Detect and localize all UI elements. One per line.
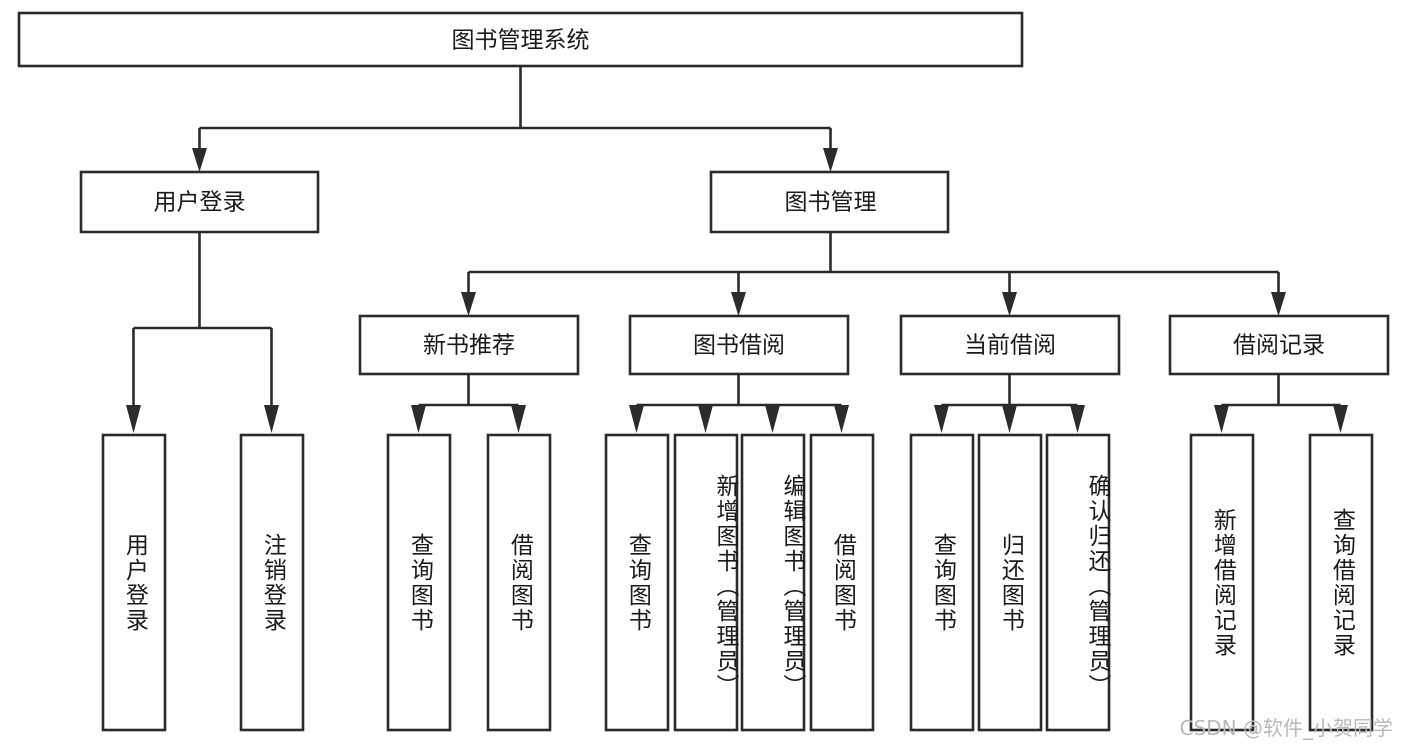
leaf-borrow-book-2-box[interactable] <box>809 433 875 732</box>
leaf-borrow-book-1-box[interactable] <box>486 433 552 732</box>
node-book-management-label: 图书管理 <box>785 190 877 216</box>
leaf-logout-box[interactable] <box>239 433 305 732</box>
arrow-head-leaf-edit-book <box>765 405 780 433</box>
node-root[interactable]: 图书管理系统 <box>17 11 1024 68</box>
node-new-book-recommend[interactable]: 新书推荐 <box>358 314 580 376</box>
leaf-add-book-box[interactable] <box>673 433 739 732</box>
leaf-query-book-1-box[interactable] <box>386 433 452 732</box>
leaf-query-book-3-box[interactable] <box>909 433 975 732</box>
arrow-head-book-management <box>823 148 838 172</box>
leaf-return-book-box[interactable] <box>977 433 1043 732</box>
arrow-head-book-borrow <box>731 292 746 316</box>
leaf-query-book-2-box[interactable] <box>604 433 670 732</box>
arrow-head-leaf-add-book <box>698 405 713 433</box>
arrow-head-leaf-borrow-book-1 <box>511 405 526 433</box>
node-user-login-box[interactable] <box>79 170 320 234</box>
arrow-head-current-borrow <box>1002 292 1017 316</box>
arrow-head-leaf-add-record <box>1214 405 1229 433</box>
arrow-head-leaf-query-book-3 <box>934 405 949 433</box>
node-current-borrow[interactable]: 当前借阅 <box>899 314 1121 376</box>
node-new-book-recommend-label: 新书推荐 <box>423 333 515 359</box>
node-book-borrow-label: 图书借阅 <box>693 333 785 359</box>
node-user-login[interactable]: 用户登录 <box>79 170 320 234</box>
node-book-borrow[interactable]: 图书借阅 <box>628 314 850 376</box>
arrow-head-leaf-logout <box>264 405 279 433</box>
arrow-head-leaf-return-book <box>1002 405 1017 433</box>
arrow-head-new-book-recommend <box>461 292 476 316</box>
leaf-edit-book-box[interactable] <box>740 433 806 732</box>
node-current-borrow-box[interactable] <box>899 314 1121 376</box>
node-new-book-recommend-box[interactable] <box>358 314 580 376</box>
node-root-label: 图书管理系统 <box>452 28 590 54</box>
node-user-login-label: 用户登录 <box>154 190 246 216</box>
leaf-add-record-box[interactable] <box>1189 433 1255 732</box>
arrow-head-borrow-record <box>1271 292 1286 316</box>
node-root-box[interactable] <box>17 11 1024 68</box>
arrow-head-leaf-query-record <box>1333 405 1348 433</box>
arrow-head-leaf-user-login <box>126 405 141 433</box>
arrow-head-leaf-confirm-return <box>1070 405 1085 433</box>
node-book-management[interactable]: 图书管理 <box>709 170 950 234</box>
connectors <box>126 66 1348 433</box>
arrow-head-user-login <box>192 148 207 172</box>
node-current-borrow-label: 当前借阅 <box>964 333 1056 359</box>
leaf-user-login-box[interactable] <box>101 433 167 732</box>
leaf-query-record-box[interactable] <box>1308 433 1374 732</box>
node-book-borrow-box[interactable] <box>628 314 850 376</box>
arrow-head-leaf-query-book-1 <box>411 405 426 433</box>
node-borrow-record-box[interactable] <box>1168 314 1390 376</box>
node-book-management-box[interactable] <box>709 170 950 234</box>
arrow-head-leaf-borrow-book-2 <box>834 405 849 433</box>
leaf-nodes <box>101 433 1374 732</box>
arrow-head-leaf-query-book-2 <box>629 405 644 433</box>
node-borrow-record[interactable]: 借阅记录 <box>1168 314 1390 376</box>
node-borrow-record-label: 借阅记录 <box>1233 333 1325 359</box>
leaf-confirm-return-box[interactable] <box>1045 433 1111 732</box>
